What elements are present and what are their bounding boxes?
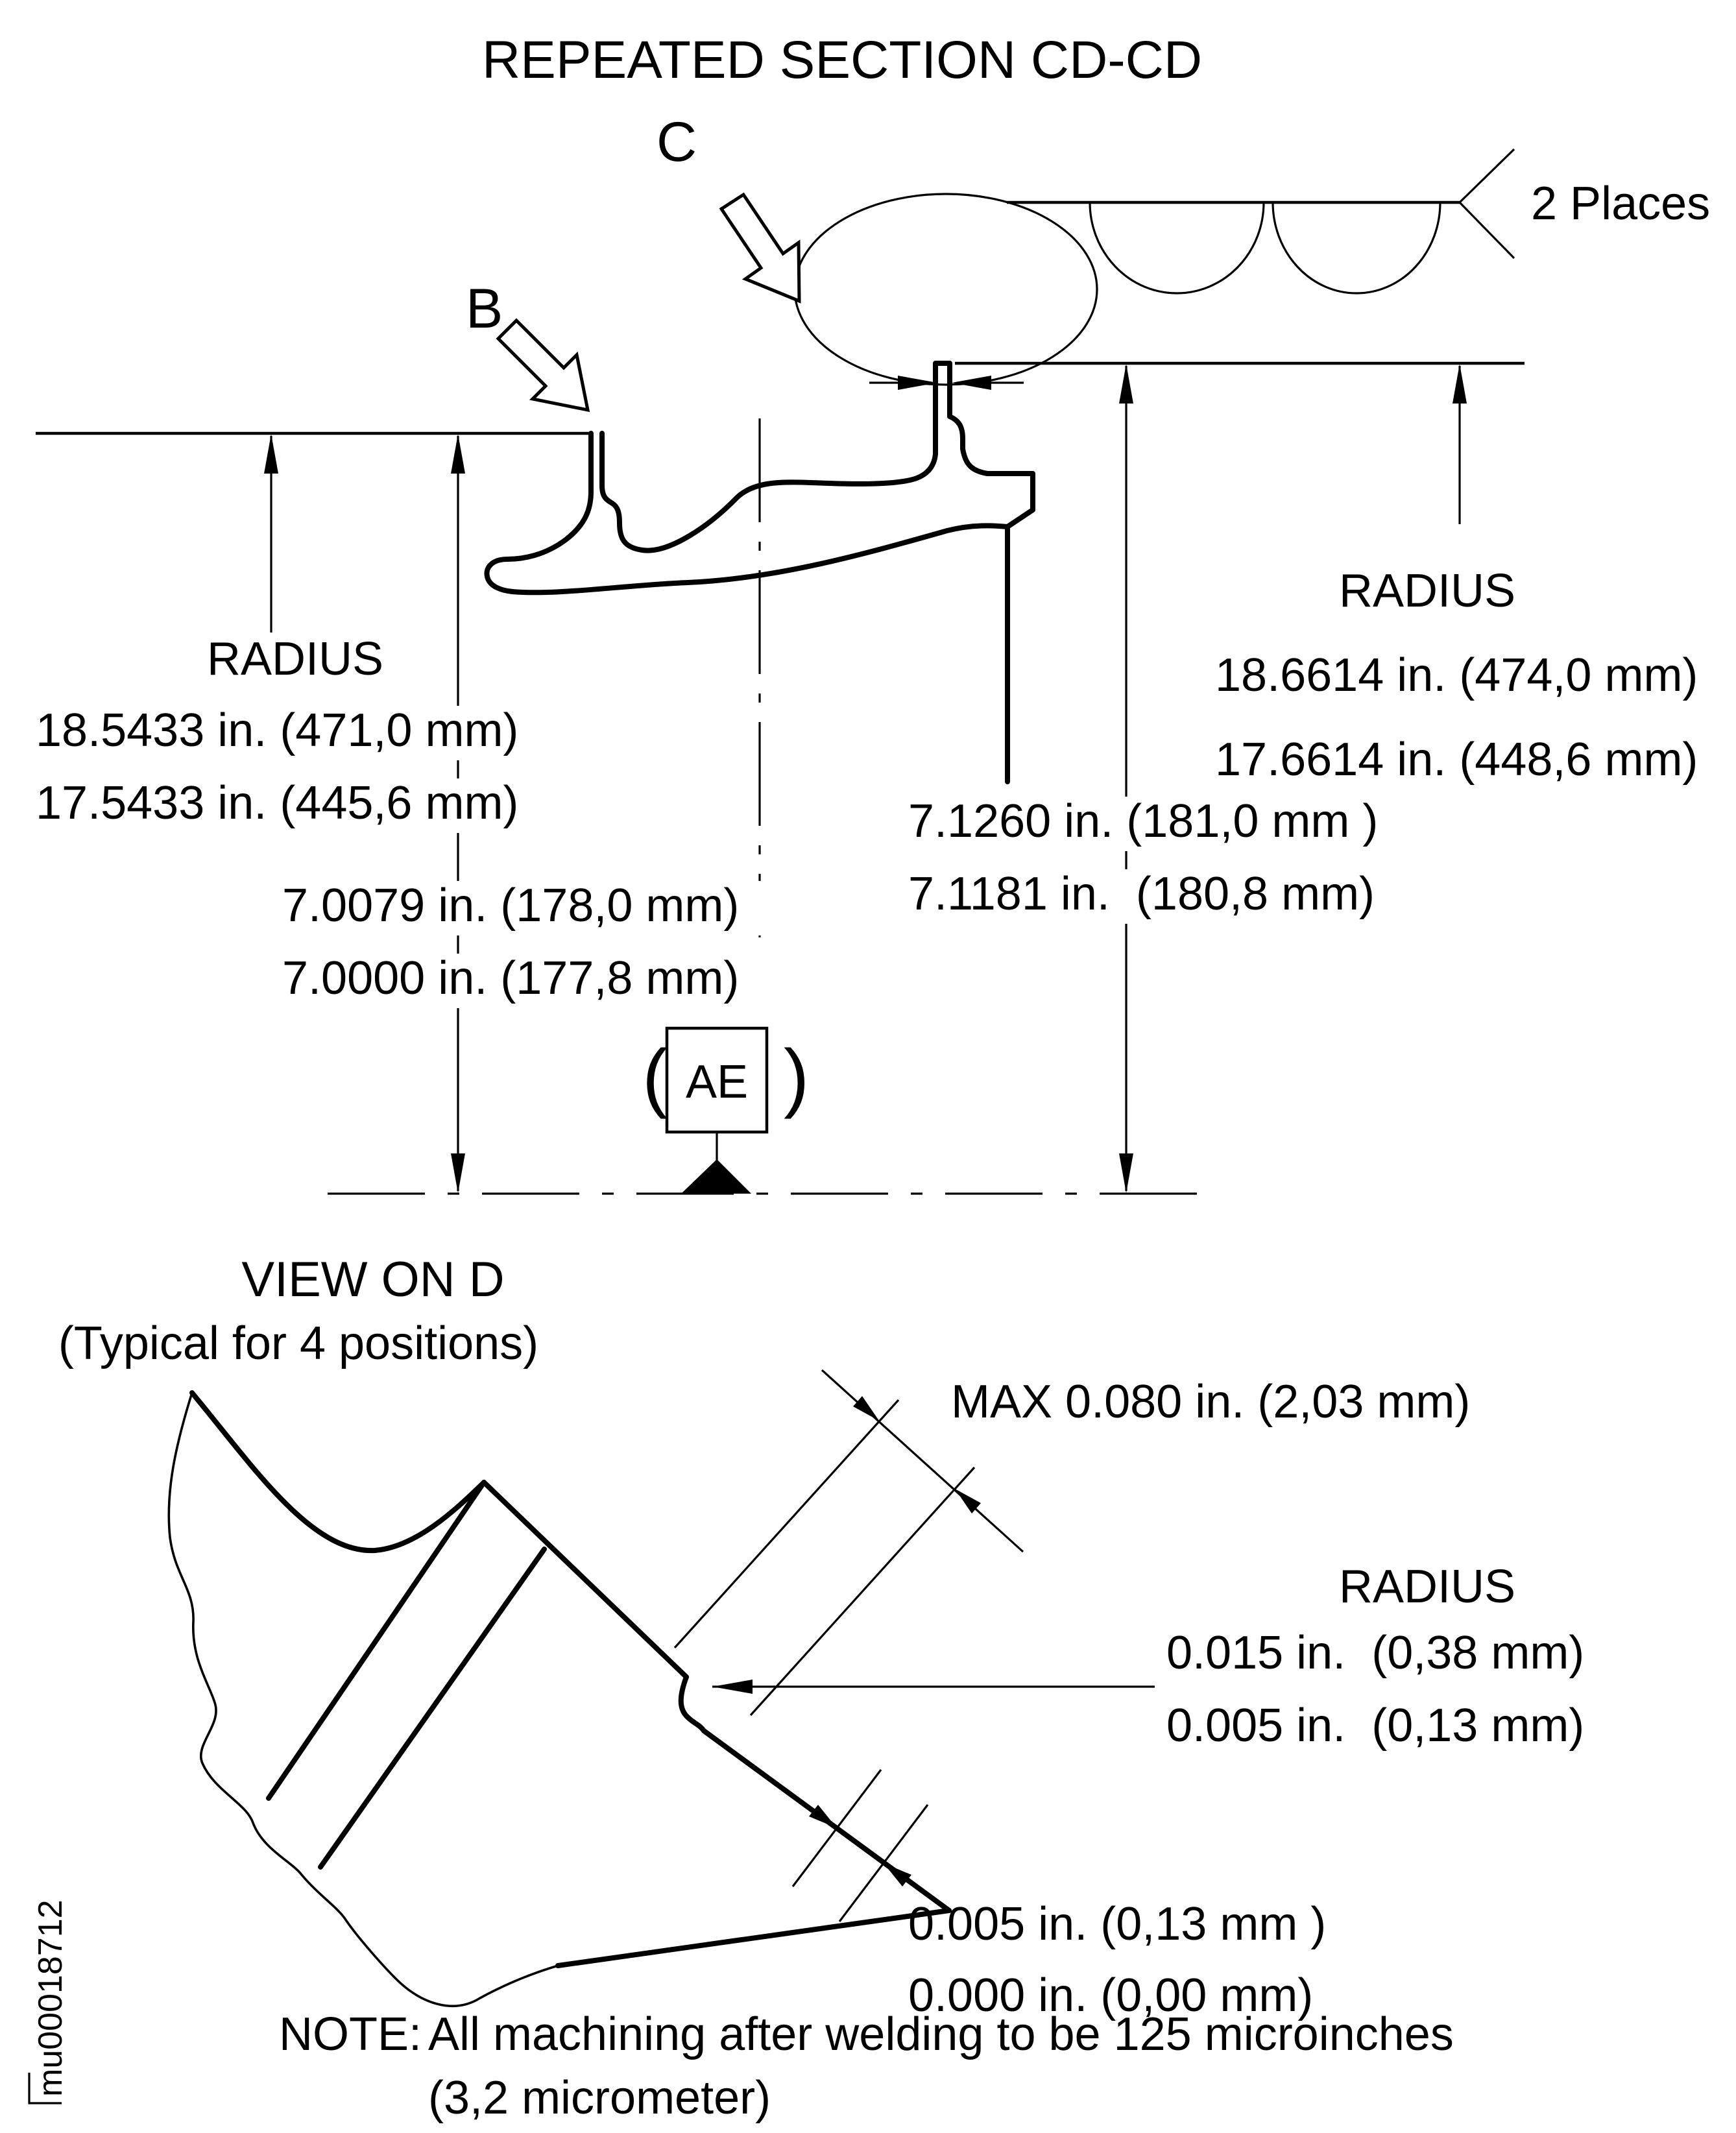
tip-radius-arrow [712,1680,753,1694]
dim-arrow-up-1 [264,434,278,474]
label-2-places: 2 Places [1531,178,1710,230]
tab-notch-radius [678,1674,706,1733]
mid-height-line2: 7.1181 in. (180,8 mm) [908,868,1375,920]
stem-arrow-left [898,376,937,390]
break-edge [167,1392,559,2007]
max-extension-line-1 [673,1399,900,1649]
max-dim-arrow-1 [853,1396,879,1421]
tab-upper-edge [481,1480,689,1680]
scallop-arc-2 [1272,202,1441,295]
section-profile-upper [599,361,1035,553]
text-mask [29,706,545,760]
view-d-title: VIEW ON D [241,1252,504,1307]
left-radius-heading: RADIUS [207,633,383,685]
datum-triangle-icon [681,1159,751,1194]
text-mask [276,881,840,935]
left-height-line2: 7.0000 in. (177,8 mm) [282,952,739,1004]
stem-arrow-right [952,376,991,390]
max-dim-arrow-2 [955,1489,981,1513]
mid-height-line1: 7.1260 in. (181,0 mm ) [908,795,1378,847]
section-profile-lower [484,431,1010,596]
label-c: C [657,111,697,173]
datum-paren-close: ) [784,1034,809,1120]
tip-gap-line2: 0.000 in. (0,00 mm) [908,1970,1313,2021]
note-prefix: NOTE: [279,2008,422,2060]
text-mask [276,954,840,1008]
tip-gap-line1: 0.005 in. (0,13 mm ) [908,1898,1326,1950]
text-mask [902,797,1401,851]
left-radius-line1: 18.5433 in. (471,0 mm) [36,705,518,756]
b-view-arrow [496,318,590,413]
gap-dim-arrow-1 [809,1805,837,1828]
dim-arrow-up-4 [1453,364,1467,404]
gap-dim-arrow-2 [884,1863,911,1886]
gap-dimension-line [777,1782,945,1910]
max-dimension-line [821,1369,1024,1553]
note-line2: (3,2 micrometer) [428,2072,771,2124]
tab-bottom-edge [555,1908,952,1968]
strip-edge-outer [266,1480,487,1801]
text-mask [902,869,1414,924]
right-radius-line1: 18.6614 in. (474,0 mm) [1215,649,1698,701]
doc-corner-bracket [28,2073,62,2104]
left-height-line1: 7.0079 in. (178,0 mm) [282,880,739,932]
view-d-subtitle: (Typical for 4 positions) [58,1318,538,1369]
body-top-edge [189,1390,487,1554]
left-radius-line2: 17.5433 in. (445,6 mm) [36,777,518,829]
right-radius-line2: 17.6614 in. (448,6 mm) [1215,734,1698,786]
detail-c-ellipse [793,193,1098,386]
dim-arrow-up-3 [1119,364,1133,404]
label-b: B [466,278,503,340]
doc-number: mu00018712 [32,1899,69,2097]
datum-paren-open: ( [642,1034,668,1120]
dim-arrow-down-2 [1119,1153,1133,1193]
tip-radius-line1: 0.015 in. (0,38 mm) [1166,1627,1584,1679]
dim-arrow-up-2 [451,434,465,474]
datum-label: AE [686,1056,748,1108]
page-title: REPEATED SECTION CD-CD [482,30,1202,90]
max-extension-line-2 [749,1466,976,1717]
strip-edge-inner [318,1547,547,1870]
max-dim-text: MAX 0.080 in. (2,03 mm) [951,1376,1470,1428]
scallop-arc-1 [1089,202,1265,295]
c-view-arrow [719,192,801,304]
note-line1: All machining after welding to be 125 mi… [428,2008,1454,2060]
text-mask [29,778,545,833]
tip-radius-heading: RADIUS [1339,1561,1515,1613]
two-places-leader [1458,148,1515,259]
dim-arrow-down-1 [451,1153,465,1193]
tip-radius-line2: 0.005 in. (0,13 mm) [1166,1700,1584,1752]
right-radius-heading: RADIUS [1339,565,1515,617]
